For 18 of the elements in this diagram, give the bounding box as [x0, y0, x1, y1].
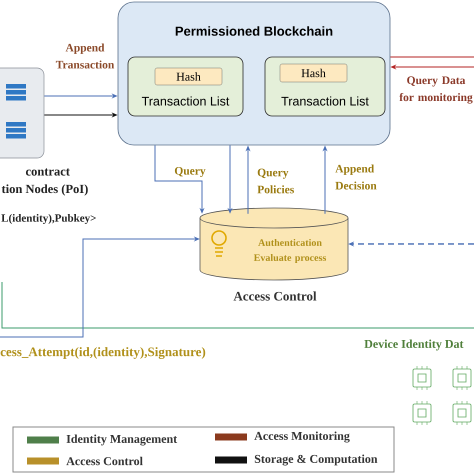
- message-text: L(identity),Pubkey>: [1, 214, 96, 224]
- legend-label: Access Control: [66, 456, 143, 466]
- section-heading: Device Identity Dat: [364, 340, 464, 350]
- hash-box: Hash: [154, 68, 222, 86]
- legend-label: Storage & Computation: [254, 454, 378, 466]
- node-caption: Access Control: [234, 291, 316, 301]
- node-caption: contract: [26, 168, 70, 176]
- panel-title: Permissioned Blockchain: [176, 26, 332, 36]
- edge-label: Query: [174, 166, 206, 178]
- edge-label: Append Decision: [335, 164, 377, 190]
- hash-box: Hash: [280, 64, 348, 82]
- edge-label: Append Transaction: [56, 43, 114, 69]
- edge-label: Query Policies: [257, 168, 294, 194]
- message-text: cess_Attempt(id,(identity),Signature): [0, 347, 206, 359]
- edge-label: Query Data for monitoring: [399, 76, 473, 104]
- legend-label: Access Monitoring: [254, 432, 350, 442]
- node-caption: tion Nodes (PoI): [2, 184, 88, 196]
- legend-label: Identity Management: [66, 434, 178, 446]
